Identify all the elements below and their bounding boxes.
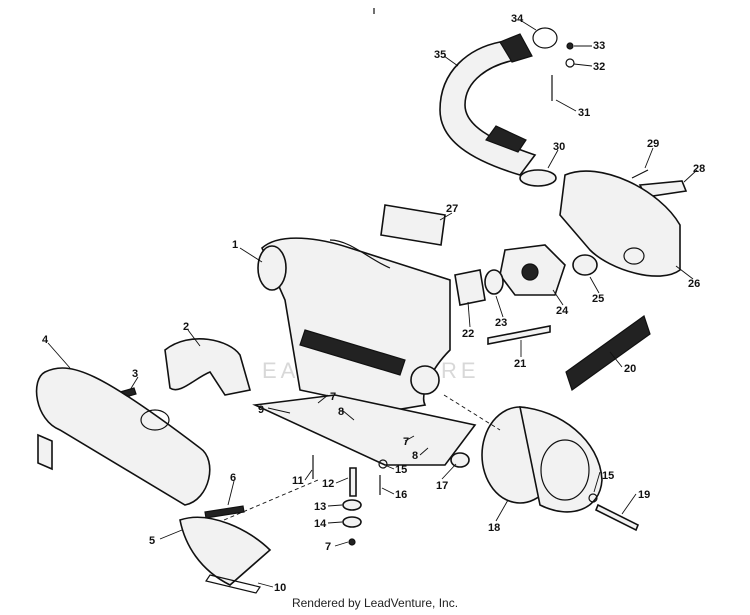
callout-22: 22 xyxy=(462,328,474,340)
callout-7b: 7 xyxy=(403,436,409,448)
callout-7a: 7 xyxy=(330,391,336,403)
callout-35: 35 xyxy=(434,49,446,61)
part-6-spring xyxy=(204,505,245,519)
callout-30: 30 xyxy=(553,141,565,153)
footer-credit: Rendered by LeadVenture, Inc. xyxy=(291,596,459,610)
callout-8a: 8 xyxy=(338,406,344,418)
callout-31: 31 xyxy=(578,107,590,119)
callout-32: 32 xyxy=(593,61,605,73)
part-13-mount xyxy=(342,499,362,511)
part-25-boot xyxy=(572,254,598,276)
callout-7c: 7 xyxy=(325,541,331,553)
callout-27: 27 xyxy=(446,203,458,215)
callout-19: 19 xyxy=(638,489,650,501)
part-17-cap xyxy=(450,452,470,468)
callout-6: 6 xyxy=(230,472,236,484)
part-34-clamp xyxy=(532,27,558,49)
part-15-washer-b xyxy=(588,493,598,503)
callout-29: 29 xyxy=(647,138,659,150)
part-1-engine xyxy=(257,237,451,411)
part-35-intake-hose xyxy=(439,33,537,176)
callout-24: 24 xyxy=(556,305,569,317)
callout-16: 16 xyxy=(395,489,407,501)
part-23-clamp xyxy=(484,269,504,295)
part-15-washer xyxy=(378,459,388,469)
part-19-bolt xyxy=(594,503,640,532)
callout-1: 1 xyxy=(232,239,238,251)
part-18-clutch xyxy=(481,406,603,513)
part-14-spacer xyxy=(342,516,362,528)
callout-12: 12 xyxy=(322,478,334,490)
callout-18: 18 xyxy=(488,522,500,534)
callout-10: 10 xyxy=(274,582,286,594)
part-33-nut xyxy=(566,42,574,50)
callout-15b: 15 xyxy=(602,470,614,482)
callout-20: 20 xyxy=(624,363,636,375)
callout-4: 4 xyxy=(42,334,49,346)
part-10-clip xyxy=(205,574,261,594)
callout-9: 9 xyxy=(258,404,264,416)
part-30-clamp xyxy=(519,169,557,187)
part-4-muffler xyxy=(35,367,211,506)
part-9-mount-plate xyxy=(252,394,477,466)
part-24-carburetor xyxy=(499,244,566,296)
part-29-stud xyxy=(631,169,649,179)
callout-2: 2 xyxy=(183,321,189,333)
callout-5: 5 xyxy=(149,535,155,547)
part-32-washer xyxy=(565,58,575,68)
callout-26: 26 xyxy=(688,278,700,290)
callout-leaders xyxy=(47,19,698,588)
part-22-flange xyxy=(454,269,486,306)
part-27-foam-pad xyxy=(380,204,446,246)
part-7-nut xyxy=(348,538,356,546)
callout-25: 25 xyxy=(592,293,604,305)
callout-23: 23 xyxy=(495,317,507,329)
callout-labels: 1 2 3 4 5 6 7 7 7 8 8 9 10 11 12 13 14 1… xyxy=(42,13,705,594)
callout-8b: 8 xyxy=(412,450,418,462)
callout-28: 28 xyxy=(693,163,705,175)
callout-13: 13 xyxy=(314,501,326,513)
callout-15a: 15 xyxy=(395,464,407,476)
callout-21: 21 xyxy=(514,358,526,370)
callout-11: 11 xyxy=(292,475,304,487)
callout-34: 34 xyxy=(511,13,524,25)
callout-33: 33 xyxy=(593,40,605,52)
part-21-pin xyxy=(487,325,551,345)
part-26-air-silencer xyxy=(559,170,681,277)
callout-3: 3 xyxy=(132,368,138,380)
part-5-heat-shield xyxy=(179,516,272,586)
callout-14: 14 xyxy=(314,518,327,530)
part-12-stud xyxy=(349,467,357,497)
part-2-manifold xyxy=(164,338,252,396)
callout-17: 17 xyxy=(436,480,448,492)
part-20-drive-belt xyxy=(565,315,651,391)
